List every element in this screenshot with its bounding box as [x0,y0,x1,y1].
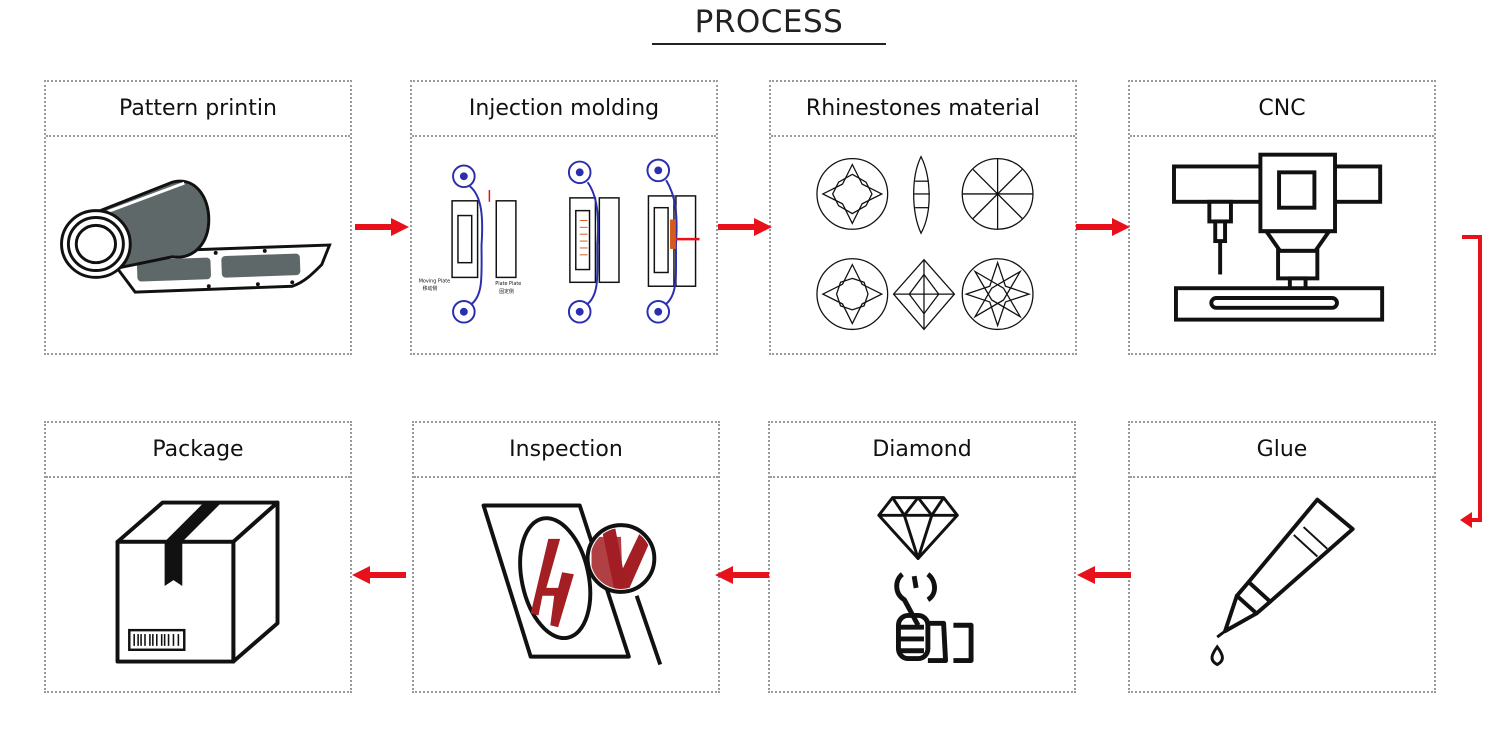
step-diamond: Diamond [768,421,1076,693]
arrow-left-icon [715,566,769,584]
step-cnc: CNC [1128,80,1436,355]
step-inspection: Inspection [412,421,720,693]
step-label: Rhinestones material [771,82,1075,137]
film-roll-icon [60,179,332,294]
fixed-plate-label: Plate Plate [495,281,521,287]
arrow-right-icon [355,218,409,236]
diamond-tool-icon [877,496,974,664]
step-glue: Glue [1128,421,1436,693]
magnifier-inspection-icon [481,503,663,666]
step-label: Inspection [414,423,718,478]
glue-tube-icon [1210,497,1355,667]
moving-plate-label: Moving Plate [419,278,450,284]
step-label: Diamond [770,423,1074,478]
arrow-right-icon [718,218,772,236]
step-label: Package [46,423,350,478]
title-underline [652,43,886,45]
page-title: PROCESS [694,4,844,40]
package-box-icon [115,500,280,664]
rhinestones-icon [816,155,1034,331]
step-pattern-printing: Pattern printin [44,80,352,355]
step-label: Pattern printin [46,82,350,137]
arrow-left-icon [352,566,406,584]
step-package: Package [44,421,352,693]
fixed-plate-cn: 固定侧 [499,288,514,295]
arrow-right-icon [1076,218,1130,236]
arrow-left-icon [1077,566,1131,584]
cnc-machine-icon [1172,152,1385,322]
step-rhinestones-material: Rhinestones material [769,80,1077,355]
step-label: Glue [1130,423,1434,478]
injection-mold-icon: Moving Plate 移动侧 Plate Plate 固定侧 [419,158,700,324]
step-injection-molding: Injection molding [410,80,718,355]
connector-arrow-icon [1460,235,1482,528]
step-label: CNC [1130,82,1434,137]
moving-plate-cn: 移动侧 [423,285,438,292]
step-label: Injection molding [412,82,716,137]
